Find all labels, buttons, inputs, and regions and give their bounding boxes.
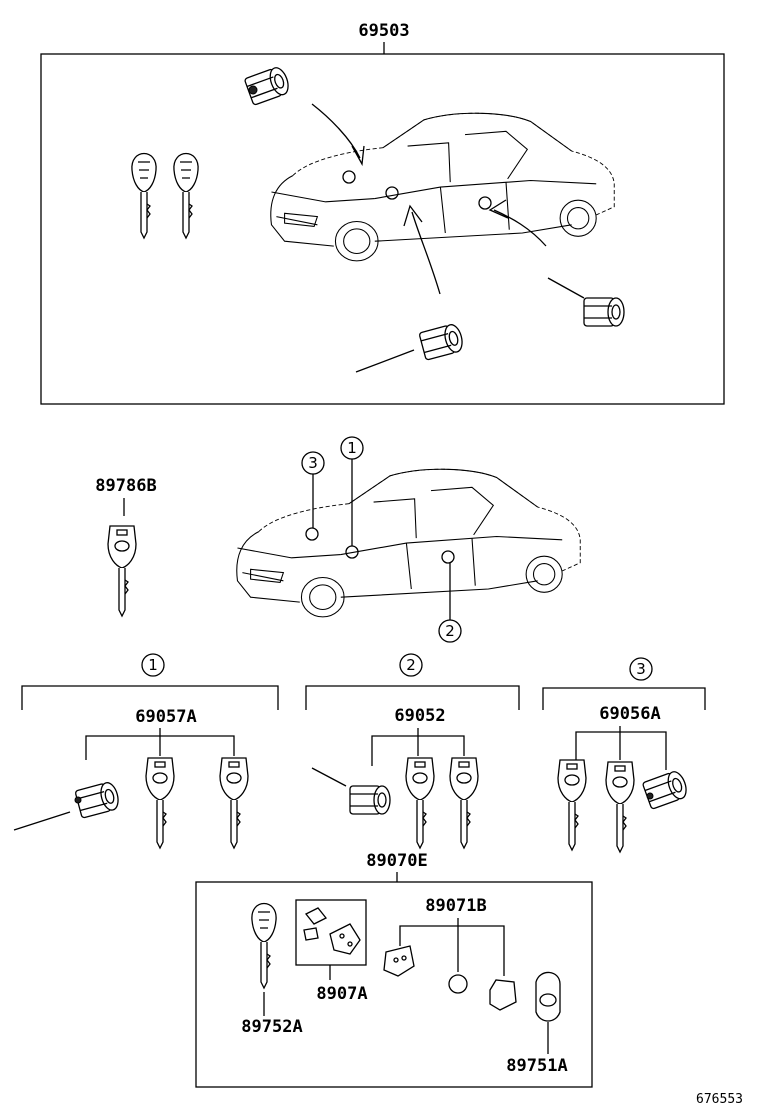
svg-text:1: 1 [347,439,357,457]
group-3-parts [557,759,691,853]
key-89752A [251,902,277,989]
part-number-89786B: 89786B [95,476,156,496]
remote-parts-89071B [383,945,517,1011]
callout-3-top: 3 [301,451,325,528]
callout-car [236,468,581,618]
part-number-8907A: 8907A [316,984,367,1004]
button-set-8907A [303,907,361,955]
part-number-69057A: 69057A [135,707,196,727]
group-1-header: 1 [21,653,279,710]
kit-69503-car [270,112,615,262]
svg-text:2: 2 [406,656,416,674]
leader-69056A [575,726,667,770]
leader-69052 [371,728,465,766]
kit-frame-69503 [40,53,725,405]
part-number-89752A: 89752A [241,1017,302,1037]
part-number-89071B: 89071B [425,896,486,916]
group-2-parts [311,757,479,849]
part-number-69052: 69052 [394,706,445,726]
kit-69503-door-cylinder-right [547,277,625,327]
part-number-69056A: 69056A [599,704,660,724]
group-3-header: 3 [542,657,706,710]
kit-69503-keys [131,152,199,239]
kit-69503-cylinder-top [243,64,293,106]
key-shell-89751A [535,971,561,1022]
group-1-parts [13,757,249,849]
svg-text:2: 2 [445,622,455,640]
reference-number: 676553 [696,1092,743,1107]
group-2-header: 2 [305,653,520,710]
part-number-89070E: 89070E [366,851,427,871]
svg-text:3: 3 [636,660,646,678]
key-89786B [107,525,137,617]
kit-69503-ignition-cylinder [355,322,466,373]
kit-frame-89070E [195,881,593,1088]
part-number-69503: 69503 [358,21,409,41]
leader-89071B [399,918,505,976]
button-set-frame-8907A [295,899,367,966]
leader-69057A [85,728,235,760]
part-number-89751A: 89751A [506,1056,567,1076]
callout-2-bottom: 2 [438,563,462,643]
kit-69503-arrows [311,103,547,295]
callout-1-top: 1 [340,436,364,546]
svg-text:3: 3 [308,454,318,472]
svg-text:1: 1 [148,656,158,674]
